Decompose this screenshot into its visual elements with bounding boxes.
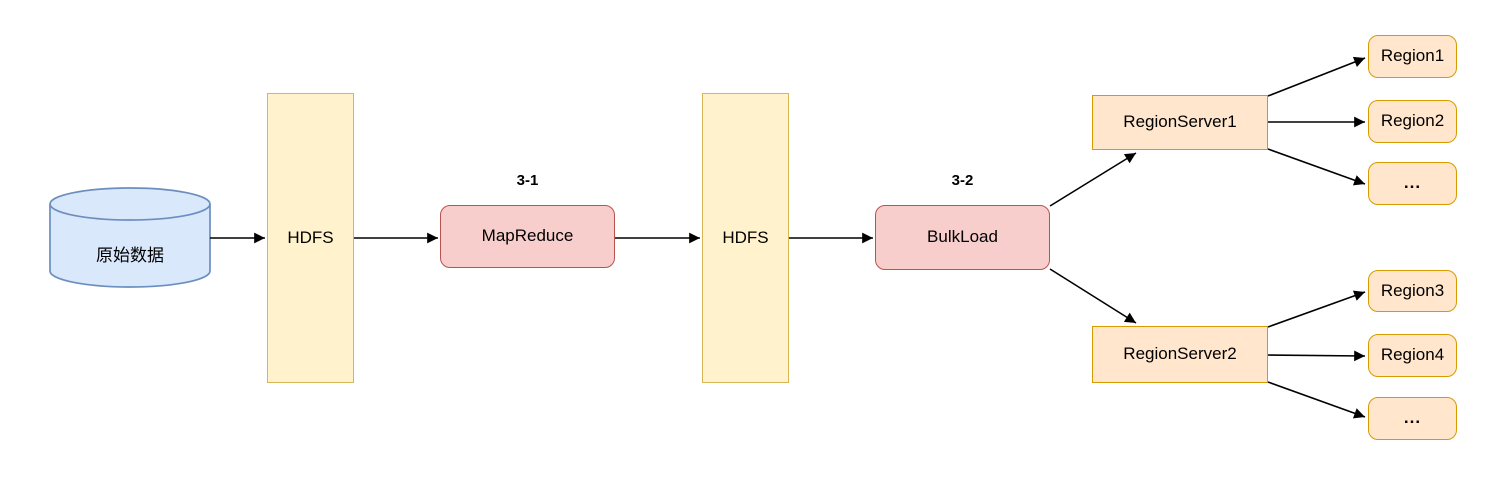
regionserver1-node-label: RegionServer1: [1123, 112, 1237, 132]
edge-rs1-region1: [1267, 56, 1366, 97]
hdfs-node-2: HDFS: [702, 93, 789, 383]
region-ellipsis-top-label: ...: [1403, 173, 1422, 193]
edge-rs2-region3: [1267, 290, 1366, 328]
region3-node-label: Region3: [1380, 280, 1445, 300]
region-ellipsis-bottom-node: ...: [1368, 397, 1457, 440]
region4-node-label: Region4: [1380, 345, 1445, 365]
edge-bulkload-regionserver1: [1049, 152, 1137, 207]
source-node-label: 原始数据: [96, 245, 164, 265]
bulkload-node: BulkLoad: [875, 205, 1050, 270]
region1-node-label: Region1: [1380, 46, 1445, 66]
regionserver1-node: RegionServer1: [1092, 95, 1268, 150]
region-ellipsis-bottom-label: ...: [1403, 408, 1422, 428]
mapreduce-node: MapReduce: [440, 205, 615, 268]
edge-bulkload-regionserver2: [1049, 268, 1137, 324]
hdfs-node-1-label: HDFS: [287, 227, 334, 247]
regionserver2-node: RegionServer2: [1092, 326, 1268, 383]
hdfs-node-2-label: HDFS: [722, 227, 769, 247]
mapreduce-node-label: MapReduce: [481, 226, 574, 246]
edge-rs2-region4: [1267, 350, 1366, 362]
edge-rs2-ellipsis: [1267, 381, 1366, 419]
step-label-3-2: 3-2: [951, 172, 974, 189]
region1-node: Region1: [1368, 35, 1457, 78]
step-label-3-1: 3-1: [516, 172, 539, 189]
hdfs-node-1: HDFS: [267, 93, 354, 383]
region2-node-label: Region2: [1380, 111, 1445, 131]
regionserver2-node-label: RegionServer2: [1123, 344, 1237, 364]
region4-node: Region4: [1368, 334, 1457, 377]
edge-rs1-ellipsis: [1267, 148, 1366, 186]
bulkload-node-label: BulkLoad: [927, 227, 998, 247]
region2-node: Region2: [1368, 100, 1457, 143]
source-cylinder-shape: [49, 187, 211, 288]
region-ellipsis-top-node: ...: [1368, 162, 1457, 205]
region3-node: Region3: [1368, 270, 1457, 312]
